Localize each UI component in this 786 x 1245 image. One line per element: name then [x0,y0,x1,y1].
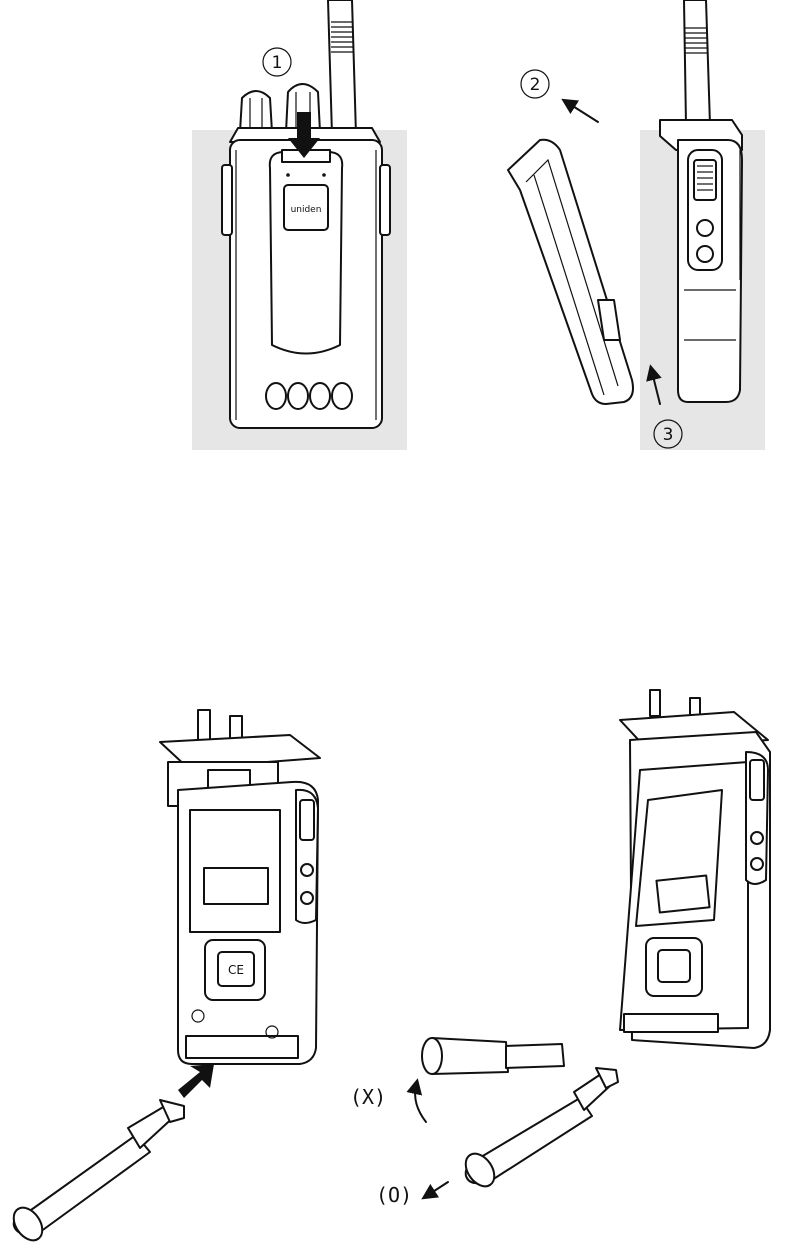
wrong-mark-label: (X) [350,1085,386,1109]
screwdriver-left [8,1100,184,1245]
wrong-screwdriver [422,1038,564,1074]
insert-arrow [178,1064,214,1098]
correct-direction-arrow [428,1182,448,1195]
svg-text:3: 3 [663,425,674,445]
screwdriver-right [460,1068,618,1192]
radio-battery-view: CE [160,710,320,1064]
radio-back-view: uniden [192,0,407,450]
svg-text:CE: CE [228,963,244,977]
svg-text:1: 1 [272,53,283,73]
callout-1: 1 [263,48,291,76]
slide-clip-arrow [568,103,598,122]
svg-text:2: 2 [530,75,541,95]
callout-2: 2 [521,70,549,98]
radio-angled-view [620,690,770,1048]
correct-mark-label: (O) [376,1183,412,1207]
wrong-direction-arrow [415,1086,426,1122]
svg-text:uniden: uniden [291,205,322,215]
radio-side-view [508,0,765,450]
